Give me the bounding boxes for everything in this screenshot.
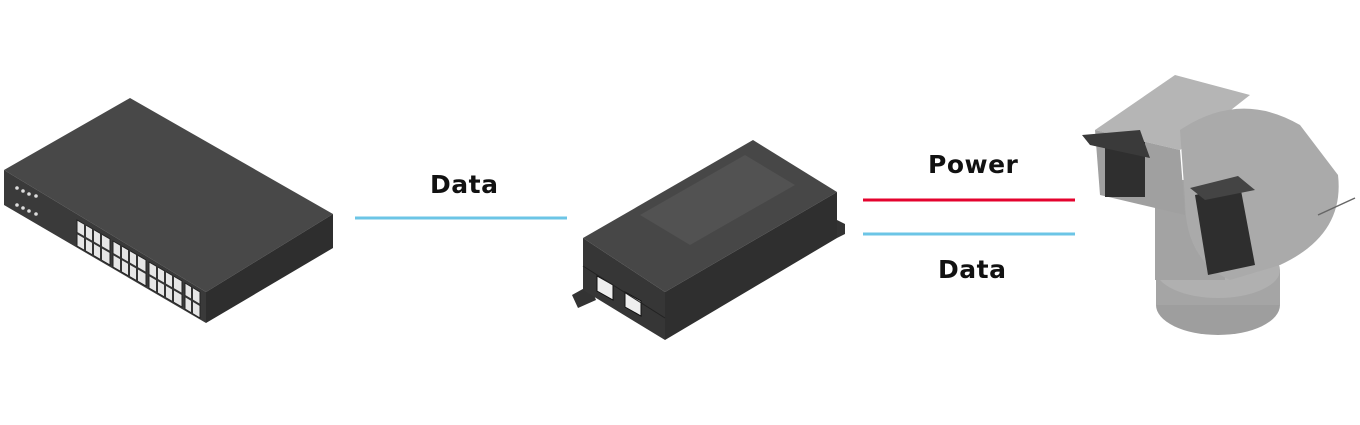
data-label-right: Data [938,255,1007,284]
data-label-left: Data [430,170,499,199]
ptz-camera [1082,75,1356,335]
poe-midspan [572,140,845,340]
network-switch [4,98,333,323]
power-label: Power [928,150,1019,179]
